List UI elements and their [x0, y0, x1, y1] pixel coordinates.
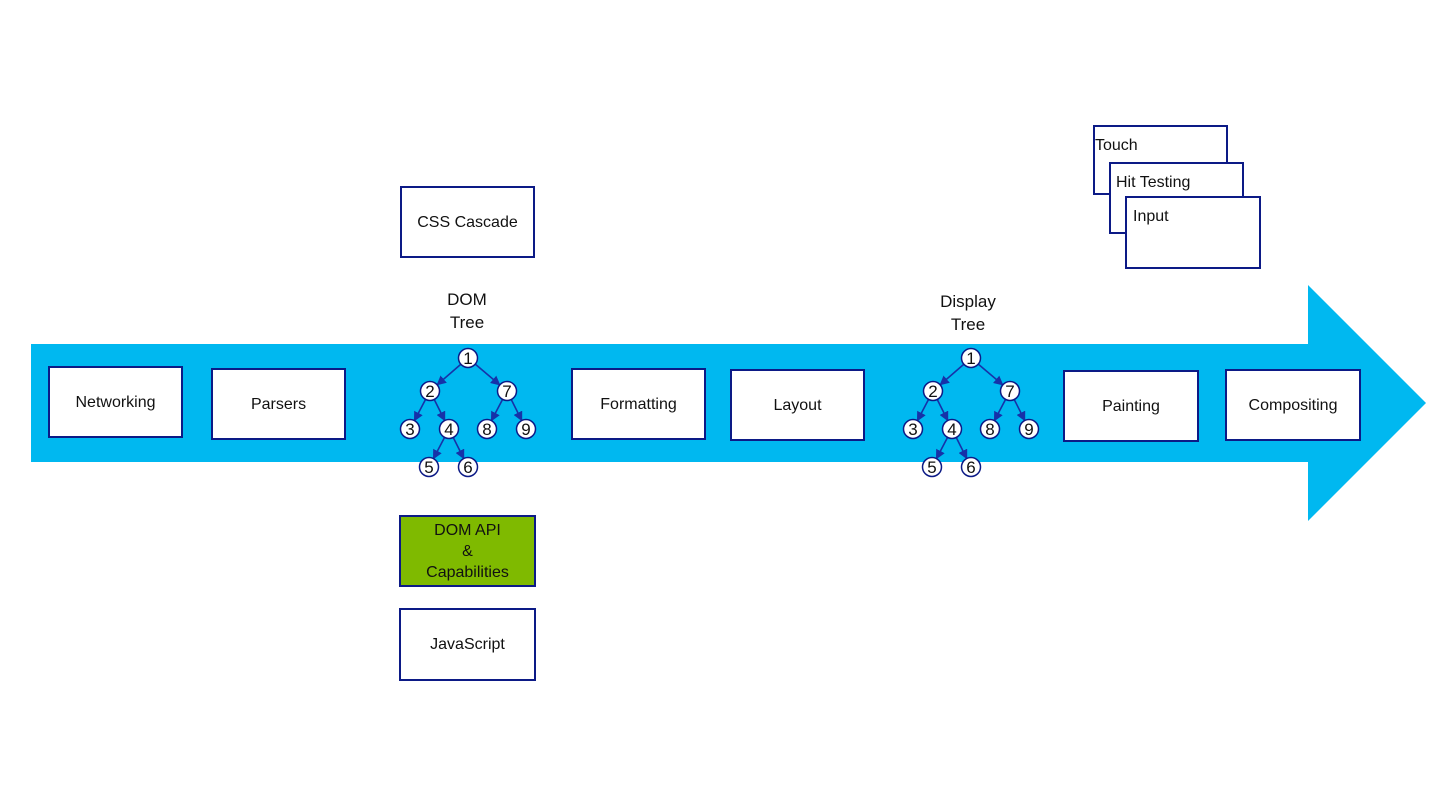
display-tree-node-label: 5: [927, 458, 936, 477]
display-tree-title-line2: Tree: [950, 315, 986, 334]
display-tree-edge-2-3: [916, 399, 930, 422]
display-tree-edge-2-4: [936, 399, 949, 422]
formatting-box[interactable]: Formatting: [571, 368, 706, 440]
dom-tree-node-5: 5: [418, 456, 440, 478]
display-tree-node-3: 3: [902, 418, 924, 440]
compositing-label: Compositing: [1248, 396, 1338, 414]
dom-tree-node-label: 8: [482, 420, 491, 439]
dom-tree-node-3: 3: [399, 418, 421, 440]
dom-api-box[interactable]: DOM API & Capabilities: [399, 515, 536, 587]
dom-tree-node-label: 5: [424, 458, 433, 477]
dom-tree-edge-2-3: [413, 399, 427, 422]
display-tree-edge-4-5: [935, 437, 949, 460]
display-tree-title-line1: Display: [940, 292, 996, 311]
display-tree-edge-7-8: [993, 399, 1007, 422]
layout-label: Layout: [773, 396, 822, 414]
dom-tree-edge-7-9: [510, 399, 523, 422]
display-tree-node-label: 2: [928, 382, 937, 401]
dom-tree-node-8: 8: [476, 418, 498, 440]
display-tree-edge-1-2: [939, 363, 965, 386]
dom-tree-edge-1-7: [474, 363, 501, 386]
dom-tree-node-label: 6: [463, 458, 472, 477]
css-cascade-label: CSS Cascade: [417, 213, 518, 231]
dom-tree-node-label: 1: [463, 349, 472, 368]
display-tree-edge-1-7: [977, 363, 1004, 386]
display-tree-title: Display Tree: [918, 290, 1018, 336]
touch-label: Touch: [1095, 137, 1138, 154]
parsers-box[interactable]: Parsers: [211, 368, 346, 440]
display-tree-node-label: 7: [1005, 382, 1014, 401]
display-tree-node-label: 1: [966, 349, 975, 368]
dom-api-line3: Capabilities: [426, 563, 509, 581]
display-tree-node-label: 9: [1024, 420, 1033, 439]
display-tree-node-6: 6: [960, 456, 982, 478]
display-tree-node-9: 9: [1018, 418, 1040, 440]
display-tree-node-1: 1: [960, 347, 982, 369]
dom-tree-edge-4-5: [432, 437, 446, 460]
dom-tree: 1 23 45 6 78 9: [399, 347, 537, 478]
input-label: Input: [1133, 208, 1169, 225]
css-cascade-box[interactable]: CSS Cascade: [400, 186, 535, 258]
dom-tree-node-label: 3: [405, 420, 414, 439]
dom-tree-node-1: 1: [457, 347, 479, 369]
dom-tree-edge-1-2: [436, 363, 462, 386]
dom-api-line1: DOM API: [434, 521, 501, 539]
dom-tree-edge-4-6: [452, 437, 465, 460]
formatting-label: Formatting: [600, 395, 677, 413]
dom-tree-node-9: 9: [515, 418, 537, 440]
dom-tree-title-line2: Tree: [449, 313, 485, 332]
dom-tree-node-label: 4: [444, 420, 453, 439]
display-tree-node-label: 8: [985, 420, 994, 439]
display-tree-node-2: 2: [922, 380, 944, 402]
javascript-label: JavaScript: [430, 636, 505, 653]
networking-label: Networking: [75, 393, 156, 411]
dom-tree-node-label: 9: [521, 420, 530, 439]
dom-tree-node-7: 7: [496, 380, 518, 402]
display-tree-node-label: 6: [966, 458, 975, 477]
dom-api-line2: &: [462, 542, 473, 560]
javascript-box[interactable]: JavaScript: [399, 608, 536, 681]
dom-tree-node-2: 2: [419, 380, 441, 402]
parsers-label: Parsers: [250, 395, 307, 413]
input-box[interactable]: Input: [1125, 196, 1261, 269]
arrow-shape: [31, 285, 1426, 521]
dom-tree-edge-2-4: [433, 399, 446, 422]
dom-tree-node-4: 4: [438, 418, 460, 440]
display-tree-node-7: 7: [999, 380, 1021, 402]
dom-tree-title-line1: DOM: [447, 290, 487, 309]
hit-testing-label: Hit Testing: [1116, 174, 1191, 191]
layout-box[interactable]: Layout: [730, 369, 865, 441]
display-tree-node-label: 3: [908, 420, 917, 439]
display-tree-node-5: 5: [921, 456, 943, 478]
compositing-box[interactable]: Compositing: [1225, 369, 1361, 441]
dom-tree-title: DOM Tree: [417, 288, 517, 334]
display-tree-edge-4-6: [955, 437, 968, 460]
display-tree: 1 23 45 6 78 9: [902, 347, 1040, 478]
painting-box[interactable]: Painting: [1063, 370, 1199, 442]
dom-tree-node-label: 7: [502, 382, 511, 401]
dom-tree-node-label: 2: [425, 382, 434, 401]
dom-tree-edge-7-8: [490, 399, 504, 422]
display-tree-node-label: 4: [947, 420, 956, 439]
display-tree-node-8: 8: [979, 418, 1001, 440]
painting-label: Painting: [1102, 397, 1160, 415]
display-tree-edge-7-9: [1013, 399, 1026, 422]
networking-box[interactable]: Networking: [48, 366, 183, 438]
display-tree-node-4: 4: [941, 418, 963, 440]
dom-tree-node-6: 6: [457, 456, 479, 478]
